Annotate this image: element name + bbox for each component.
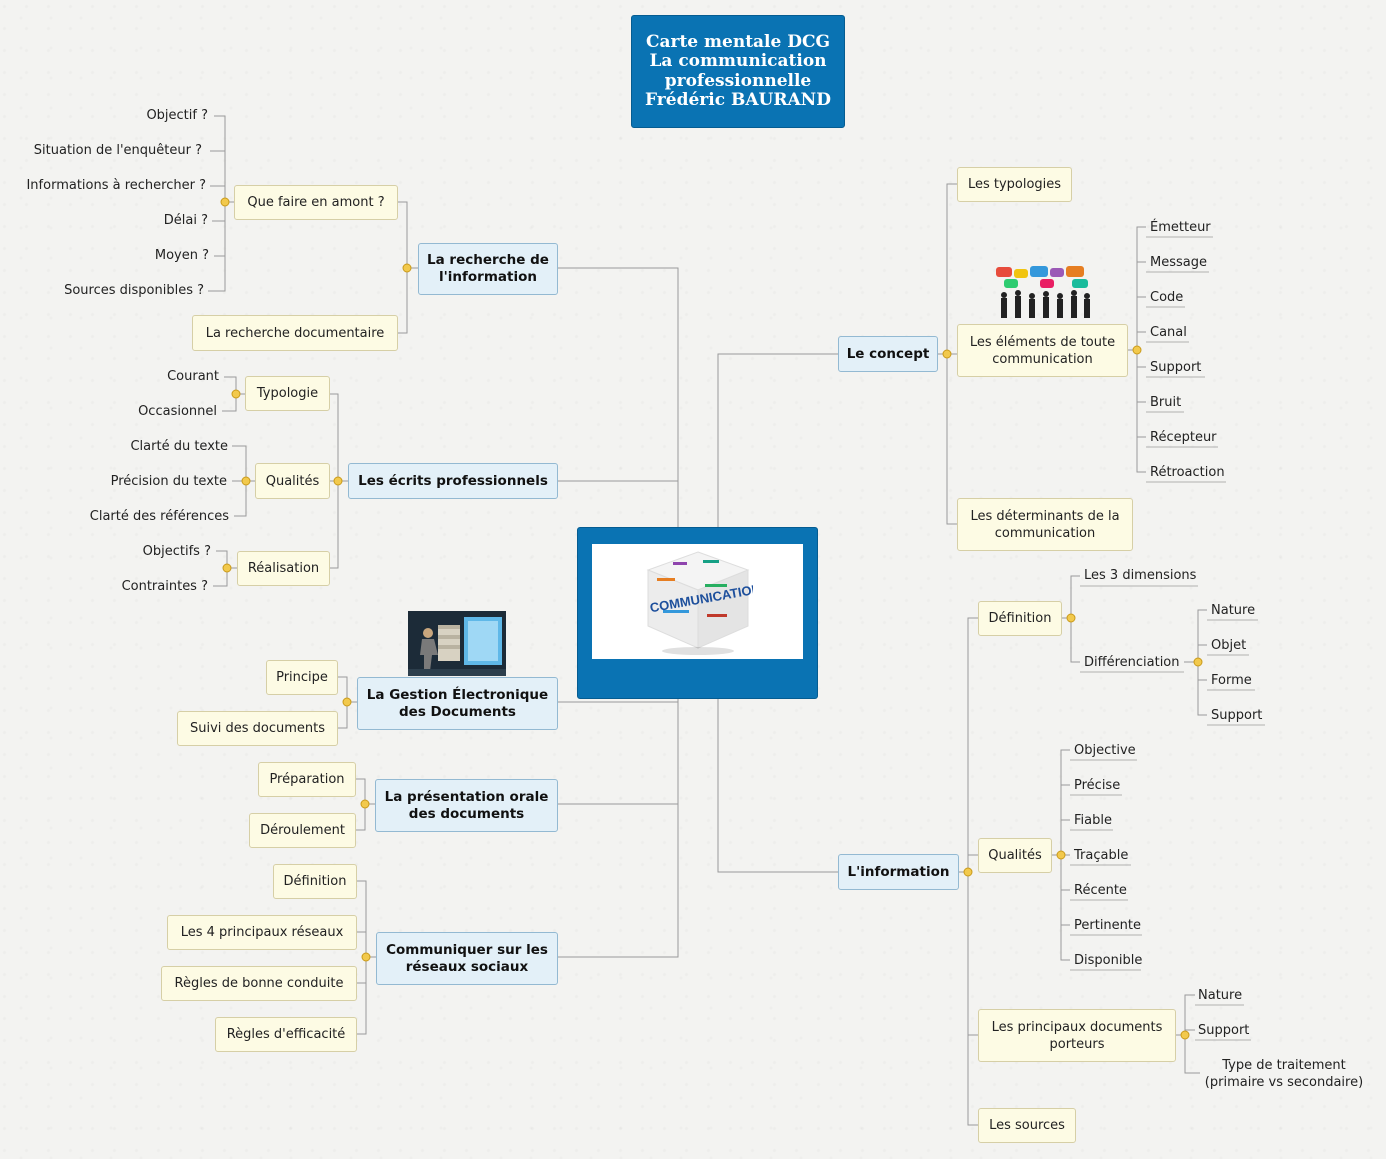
- topic-presentation-label-line2: des documents: [408, 805, 525, 822]
- documents-label-line1: Les principaux documents: [991, 1019, 1163, 1035]
- communication-people-illustration: [992, 265, 1096, 323]
- leaf-tracable[interactable]: Traçable: [1074, 848, 1129, 863]
- leaf-fiable[interactable]: Fiable: [1074, 813, 1112, 828]
- subtopic-les-typologies[interactable]: Les typologies: [957, 167, 1072, 202]
- leaf-nature-documents[interactable]: Nature: [1198, 988, 1243, 1003]
- documents-label-line2: porteurs: [1049, 1036, 1105, 1052]
- leaf-type-de-traitement[interactable]: Type de traitement (primaire vs secondai…: [1202, 1057, 1366, 1091]
- subtopic-les-sources[interactable]: Les sources: [978, 1108, 1076, 1143]
- subtopic-definition-information[interactable]: Définition: [978, 601, 1062, 636]
- subtopic-principaux-reseaux[interactable]: Les 4 principaux réseaux: [167, 915, 357, 950]
- leaf-support-diff[interactable]: Support: [1211, 708, 1263, 723]
- leaf-support-documents[interactable]: Support: [1198, 1023, 1250, 1038]
- elements-label-line1: Les éléments de toute: [969, 334, 1116, 350]
- elements-label-line2: communication: [992, 351, 1093, 367]
- topic-ged-label-line2: des Documents: [399, 703, 516, 720]
- leaf-forme[interactable]: Forme: [1211, 673, 1252, 688]
- determinants-label-line1: Les déterminants de la: [970, 508, 1120, 524]
- leaf-situation-enqueteur[interactable]: Situation de l'enquêteur ?: [33, 143, 202, 158]
- leaf-occasionnel[interactable]: Occasionnel: [138, 404, 217, 419]
- leaf-differenciation[interactable]: Différenciation: [1084, 655, 1180, 670]
- leaf-objet[interactable]: Objet: [1211, 638, 1247, 653]
- leaf-nature-diff[interactable]: Nature: [1211, 603, 1256, 618]
- leaf-contraintes[interactable]: Contraintes ?: [121, 579, 208, 594]
- topic-reseaux-sociaux[interactable]: Communiquer sur les réseaux sociaux: [376, 932, 558, 985]
- traitement-line1: Type de traitement: [1222, 1058, 1346, 1073]
- leaf-clarte-du-texte[interactable]: Clarté du texte: [130, 439, 228, 454]
- leaf-support-element[interactable]: Support: [1150, 360, 1202, 375]
- topic-presentation-orale[interactable]: La présentation orale des documents: [375, 779, 558, 832]
- subtopic-qualites-ecrits[interactable]: Qualités: [255, 463, 330, 499]
- subtopic-principe[interactable]: Principe: [266, 660, 338, 695]
- title-line-3: professionnelle: [664, 70, 812, 91]
- leaf-3-dimensions[interactable]: Les 3 dimensions: [1084, 568, 1197, 583]
- topic-information[interactable]: L'information: [838, 854, 959, 890]
- topic-le-concept[interactable]: Le concept: [838, 336, 938, 372]
- subtopic-deroulement[interactable]: Déroulement: [249, 813, 356, 848]
- leaf-precise[interactable]: Précise: [1074, 778, 1121, 793]
- topic-recherche-label-line1: La recherche de: [427, 252, 549, 268]
- topic-reseaux-label-line2: réseaux sociaux: [405, 958, 529, 975]
- leaf-canal[interactable]: Canal: [1150, 325, 1187, 340]
- traitement-line2: (primaire vs secondaire): [1204, 1075, 1364, 1090]
- leaf-delai[interactable]: Délai ?: [163, 213, 208, 228]
- topic-recherche-information[interactable]: La recherche de l'information: [418, 243, 558, 295]
- topic-recherche-label-line2: l'information: [439, 269, 537, 285]
- title-line-4: Frédéric BAURAND: [645, 90, 831, 110]
- leaf-precision-du-texte[interactable]: Précision du texte: [110, 474, 227, 489]
- communication-cube-image: COMMUNICATION: [592, 544, 803, 659]
- determinants-label-line2: communication: [994, 525, 1096, 541]
- leaf-objective[interactable]: Objective: [1074, 743, 1136, 758]
- leaf-sources-disponibles[interactable]: Sources disponibles ?: [64, 283, 204, 298]
- leaf-code[interactable]: Code: [1150, 290, 1184, 305]
- leaf-pertinente[interactable]: Pertinente: [1074, 918, 1141, 933]
- title-line-1: Carte mentale DCG: [645, 31, 831, 52]
- central-topic[interactable]: COMMUNICATION: [577, 527, 818, 699]
- map-title[interactable]: Carte mentale DCG La communication profe…: [631, 15, 845, 128]
- leaf-recente[interactable]: Récente: [1074, 883, 1127, 898]
- subtopic-preparation[interactable]: Préparation: [258, 762, 356, 797]
- leaf-moyen[interactable]: Moyen ?: [154, 248, 209, 263]
- subtopic-elements-communication[interactable]: Les éléments de toute communication: [957, 324, 1128, 377]
- subtopic-typologie[interactable]: Typologie: [245, 376, 330, 411]
- leaf-message[interactable]: Message: [1150, 255, 1207, 270]
- leaf-objectifs[interactable]: Objectifs ?: [142, 544, 211, 559]
- leaf-recepteur[interactable]: Récepteur: [1150, 430, 1217, 445]
- subtopic-documents-porteurs[interactable]: Les principaux documents porteurs: [978, 1009, 1176, 1062]
- leaf-disponible[interactable]: Disponible: [1074, 953, 1143, 968]
- subtopic-determinants-communication[interactable]: Les déterminants de la communication: [957, 498, 1133, 551]
- subtopic-definition-reseaux[interactable]: Définition: [273, 864, 357, 899]
- subtopic-regles-efficacite[interactable]: Règles d'efficacité: [215, 1017, 357, 1052]
- leaf-bruit[interactable]: Bruit: [1150, 395, 1182, 410]
- subtopic-recherche-documentaire[interactable]: La recherche documentaire: [192, 315, 398, 351]
- topic-presentation-label-line1: La présentation orale: [384, 788, 549, 805]
- subtopic-regles-bonne-conduite[interactable]: Règles de bonne conduite: [161, 966, 357, 1001]
- leaf-clarte-des-references[interactable]: Clarté des références: [89, 509, 229, 524]
- topic-gestion-electronique-documents[interactable]: La Gestion Électronique des Documents: [357, 677, 558, 730]
- leaf-courant[interactable]: Courant: [167, 369, 219, 384]
- topic-ecrits-professionnels[interactable]: Les écrits professionnels: [348, 463, 558, 499]
- subtopic-que-faire-en-amont[interactable]: Que faire en amont ?: [234, 185, 398, 220]
- topic-ged-label-line1: La Gestion Électronique: [366, 686, 549, 703]
- leaf-objectif[interactable]: Objectif ?: [146, 108, 208, 123]
- subtopic-qualites-information[interactable]: Qualités: [978, 838, 1052, 873]
- subtopic-realisation[interactable]: Réalisation: [237, 551, 330, 586]
- leaf-informations-a-rechercher[interactable]: Informations à rechercher ?: [26, 178, 206, 193]
- leaf-emetteur[interactable]: Émetteur: [1150, 220, 1211, 235]
- title-line-2: La communication: [649, 51, 827, 71]
- leaf-retroaction[interactable]: Rétroaction: [1150, 465, 1225, 480]
- ged-illustration: [408, 611, 506, 676]
- topic-reseaux-label-line1: Communiquer sur les: [386, 941, 548, 958]
- subtopic-suivi-des-documents[interactable]: Suivi des documents: [177, 711, 338, 746]
